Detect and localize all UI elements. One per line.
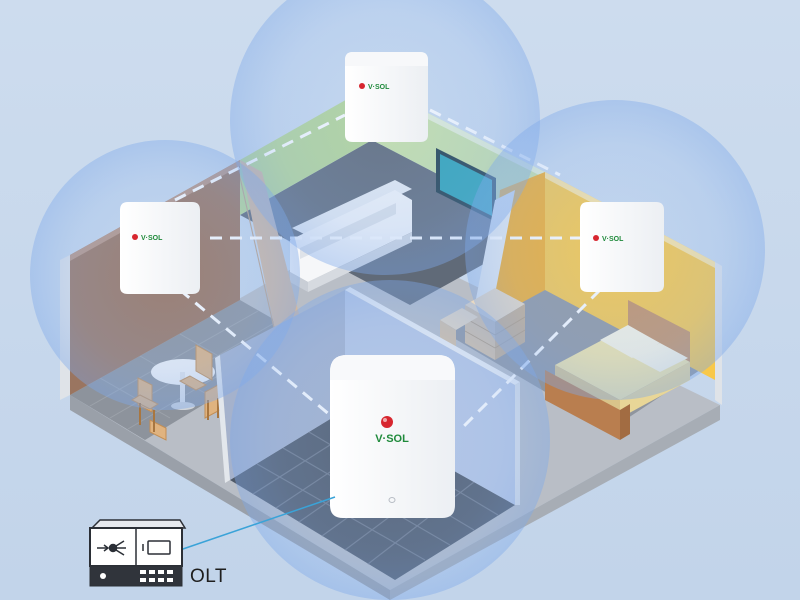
olt-device-icon <box>89 519 187 587</box>
brand-logo-text: V·SOL <box>368 84 390 91</box>
fiber-cable <box>179 496 336 551</box>
olt-label: OLT <box>190 566 228 587</box>
mesh-node-living: V·SOL <box>345 52 428 142</box>
mesh-node-kitchen: V·SOL <box>120 202 200 294</box>
mesh-router-main: V·SOL <box>330 355 455 518</box>
brand-logo-text: V·SOL <box>375 433 409 445</box>
monitor-icon <box>142 540 171 555</box>
mesh-node-bedroom: V·SOL <box>580 202 664 292</box>
brand-logo-text: V·SOL <box>141 235 163 242</box>
network-share-icon <box>97 540 126 556</box>
brand-logo-text: V·SOL <box>602 236 624 243</box>
